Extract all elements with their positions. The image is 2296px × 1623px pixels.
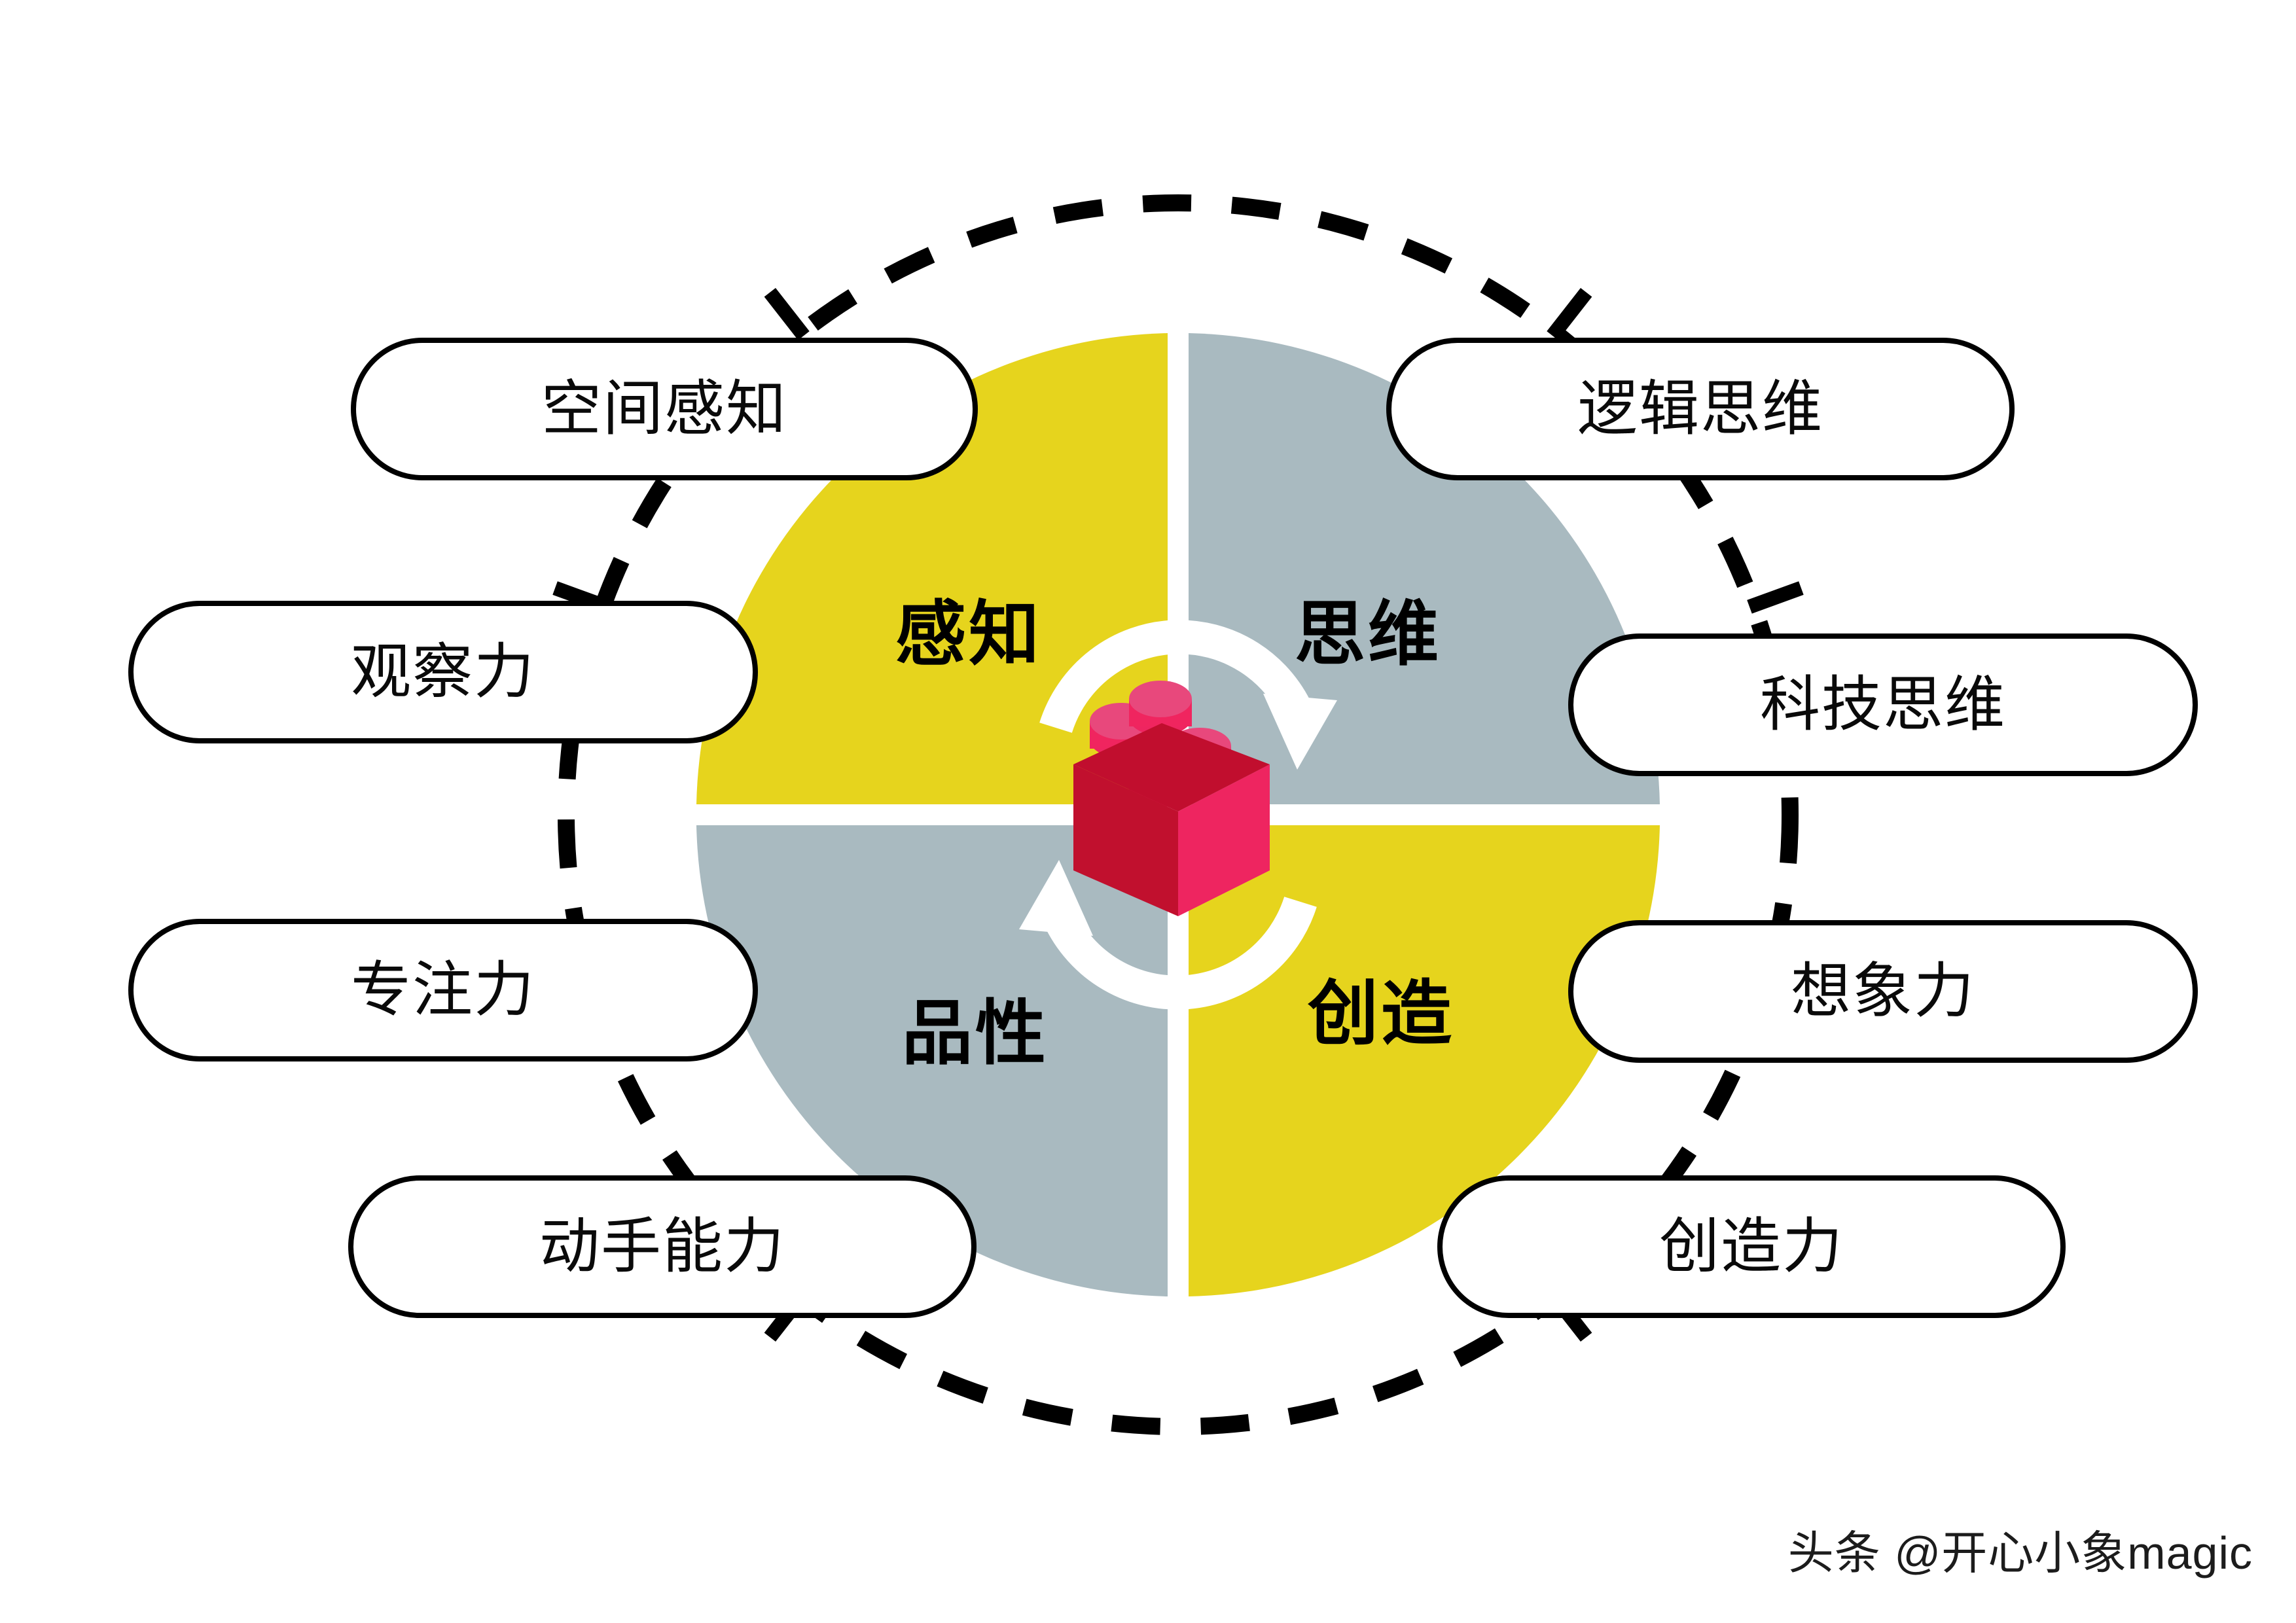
- quadrant-wedge-character: [696, 825, 1168, 1296]
- label-pill-text: 想象力: [1790, 958, 1975, 1025]
- label-pill-tech-thinking[interactable]: 科技思维: [1568, 633, 2198, 776]
- quadrant-title-perception: 感知: [895, 594, 1043, 673]
- dashed-boundary-circle: [558, 194, 1799, 1435]
- label-pill-imagination[interactable]: 想象力: [1568, 920, 2198, 1063]
- watermark-text: 头条 @开心小象magic: [1787, 1527, 2253, 1578]
- label-pill-text: 观察力: [350, 639, 535, 705]
- quadrant-title-creation: 创造: [1307, 974, 1455, 1053]
- connector-tick: [1747, 581, 1804, 614]
- quadrant-wedge-thinking: [1189, 333, 1660, 804]
- brick-top-face: [1073, 723, 1270, 812]
- quadrant-wedges: [696, 333, 1660, 1296]
- label-pill-text: 科技思维: [1759, 671, 2006, 738]
- lego-brick-icon: [1073, 681, 1270, 916]
- quadrant-wedge-perception: [696, 333, 1168, 804]
- label-pill-observation[interactable]: 观察力: [128, 601, 758, 743]
- label-pill-text: 创造力: [1659, 1213, 1844, 1280]
- label-pill-spatial-perception[interactable]: 空间感知: [351, 338, 978, 480]
- quadrant-title-character: 品性: [901, 993, 1049, 1073]
- label-pill-text: 逻辑思维: [1577, 376, 1823, 442]
- label-pill-text: 空间感知: [541, 376, 787, 442]
- rotation-arrows-group: [1019, 620, 1337, 1010]
- connector-tick: [1547, 287, 1592, 340]
- label-pill-text: 专注力: [350, 957, 535, 1024]
- label-pill-hands-on-ability[interactable]: 动手能力: [348, 1175, 977, 1318]
- label-pill-text: 动手能力: [539, 1213, 785, 1280]
- brick-right-face: [1178, 764, 1270, 916]
- quadrant-title-thinking: 思维: [1294, 594, 1442, 673]
- label-pill-creativity[interactable]: 创造力: [1437, 1175, 2066, 1318]
- rotation-arrow-top-icon: [1039, 620, 1337, 770]
- quadrant-wedge-creation: [1189, 825, 1660, 1296]
- connector-tick: [764, 287, 810, 340]
- rotation-arrow-bottom-icon: [1019, 860, 1317, 1010]
- label-pill-focus[interactable]: 专注力: [128, 919, 758, 1061]
- brick-left-face: [1073, 764, 1178, 916]
- label-pill-logical-thinking[interactable]: 逻辑思维: [1386, 338, 2015, 480]
